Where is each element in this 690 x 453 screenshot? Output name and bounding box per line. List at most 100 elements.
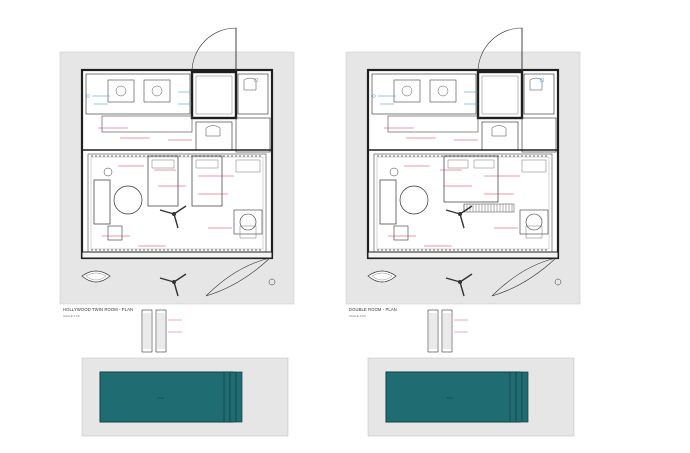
rug-dot	[457, 249, 459, 251]
service-core-inner	[481, 75, 519, 115]
rug-dot	[521, 249, 523, 251]
rug-dot	[223, 249, 225, 251]
rug-dot	[389, 249, 391, 251]
rug-dot	[533, 249, 535, 251]
rug-dot	[187, 155, 189, 157]
swimming-pool	[385, 371, 521, 423]
bedroom-rug	[90, 156, 264, 250]
rug-dot	[441, 155, 443, 157]
basin-bowl-left	[115, 85, 127, 97]
rug-dot	[179, 155, 181, 157]
rug-dot	[529, 249, 531, 251]
double-room-plan	[345, 27, 581, 437]
rug-dot	[385, 155, 387, 157]
swimming-pool	[99, 371, 235, 423]
rug-dot	[405, 249, 407, 251]
rug-dot	[401, 249, 403, 251]
bathroom-area	[371, 73, 477, 115]
pool-step	[521, 371, 529, 423]
annotation-marker-blue	[372, 94, 376, 98]
rug-dot	[95, 249, 97, 251]
rug-dot	[533, 155, 535, 157]
rug-dot	[521, 155, 523, 157]
rug-dot	[417, 249, 419, 251]
desk-stool	[525, 225, 543, 239]
rug-dot	[143, 249, 145, 251]
rug-dot	[111, 249, 113, 251]
rug-dot	[127, 155, 129, 157]
rug-dot	[103, 249, 105, 251]
terrace-post	[554, 278, 562, 286]
rug-dot	[381, 155, 383, 157]
twin-pool-label: Pool	[158, 396, 165, 400]
rug-dot	[461, 249, 463, 251]
sun-lounger	[427, 309, 439, 353]
hammock	[491, 257, 558, 297]
wc-fixture	[491, 125, 507, 137]
rug-dot	[425, 249, 427, 251]
rug-dot	[489, 249, 491, 251]
sofa	[379, 179, 397, 225]
rug-dot	[251, 249, 253, 251]
sofa	[93, 179, 111, 225]
annotation-marker-blue	[253, 77, 259, 83]
rug-dot	[107, 155, 109, 157]
side-table	[103, 167, 113, 177]
rug-dot	[95, 155, 97, 157]
rug-dot	[377, 249, 379, 251]
rug-dot	[219, 249, 221, 251]
rug-dot	[513, 249, 515, 251]
rug-dot	[537, 155, 539, 157]
desk	[233, 209, 263, 235]
rug-dot	[389, 155, 391, 157]
bedroom-rug	[376, 156, 550, 250]
rug-dot	[159, 249, 161, 251]
rug-dot	[215, 249, 217, 251]
terrace-fan-blades	[445, 273, 473, 297]
rug-dot	[413, 249, 415, 251]
terrace-post	[268, 278, 276, 286]
annotation-marker-blue	[86, 94, 90, 98]
basin-bowl-left	[401, 85, 413, 97]
rug-dot	[517, 249, 519, 251]
bathtub-inner	[85, 272, 107, 281]
rug-dot	[505, 249, 507, 251]
rug-dot	[421, 155, 423, 157]
sun-lounger	[441, 309, 453, 353]
double-pool-label: Pool	[447, 396, 454, 400]
annotation-marker-blue	[539, 77, 545, 83]
rug-dot	[421, 249, 423, 251]
basin-left	[107, 79, 135, 103]
rug-dot	[239, 249, 241, 251]
rug-dot	[199, 249, 201, 251]
rug-dot	[409, 155, 411, 157]
vanity-counter	[101, 115, 193, 133]
rug-dot	[433, 155, 435, 157]
pool-step	[223, 371, 231, 423]
shower-cell	[235, 117, 271, 153]
entrance-door-swing	[191, 27, 237, 73]
rug-dot	[183, 249, 185, 251]
rug-dot	[227, 249, 229, 251]
rug-dot	[151, 249, 153, 251]
luggage-rack	[235, 159, 261, 173]
rug-dot	[445, 249, 447, 251]
rug-dot	[243, 155, 245, 157]
round-table	[399, 185, 429, 215]
rug-dot	[509, 249, 511, 251]
rug-dot	[115, 249, 117, 251]
rug-dot	[497, 249, 499, 251]
rug-dot	[235, 249, 237, 251]
rug-dot	[223, 155, 225, 157]
rug-dot	[231, 155, 233, 157]
rug-dot	[123, 155, 125, 157]
twin-room-plan	[59, 27, 295, 437]
rug-dot	[143, 155, 145, 157]
rug-dot	[135, 249, 137, 251]
rug-dot	[247, 249, 249, 251]
rug-dot	[163, 249, 165, 251]
rug-dot	[139, 155, 141, 157]
toilet-fixture	[529, 77, 543, 91]
rug-dot	[429, 249, 431, 251]
